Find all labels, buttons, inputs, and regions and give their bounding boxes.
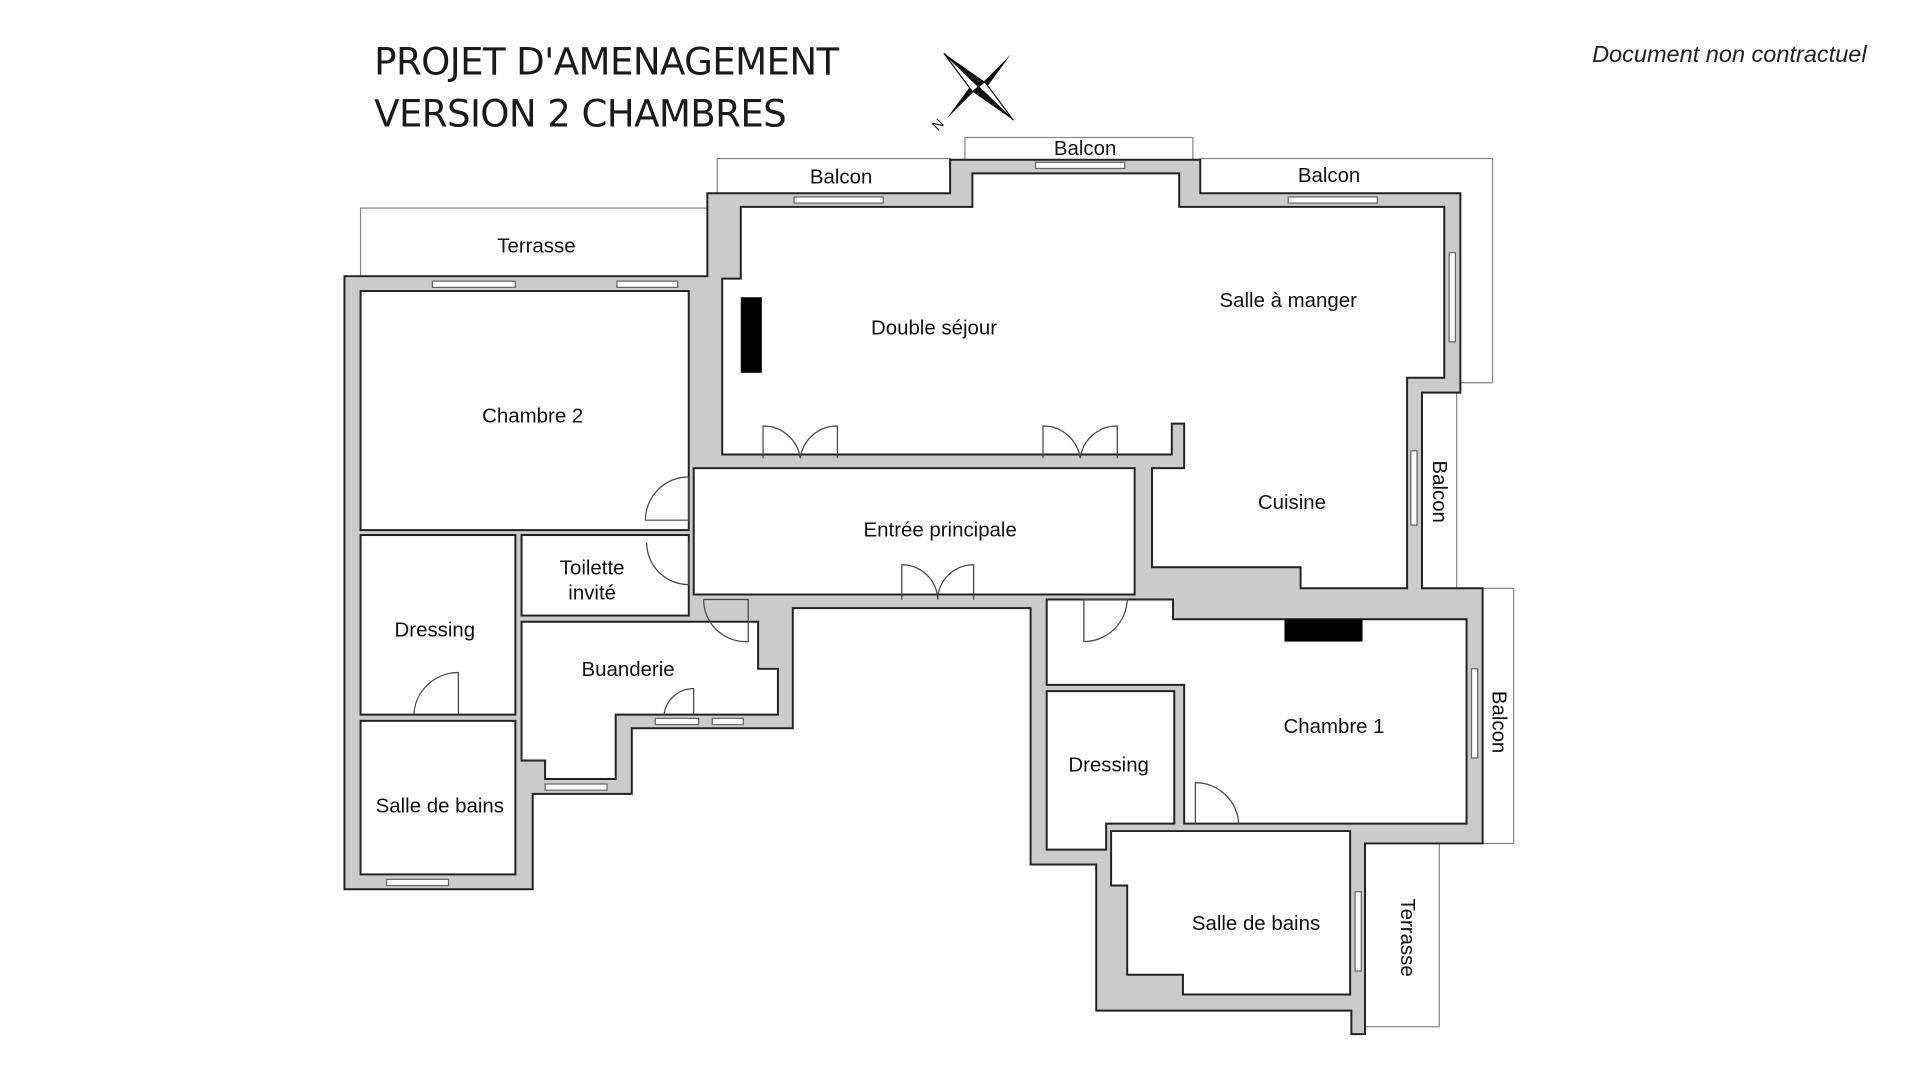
label-balcon-top-right: Balcon xyxy=(1298,165,1360,187)
fireplace-sejour xyxy=(740,297,762,373)
terrasse-left xyxy=(359,207,708,277)
room-chambre-1 xyxy=(1045,598,1468,825)
room-toilette xyxy=(520,534,690,617)
label-toilette-1: Toilette xyxy=(560,558,625,580)
label-terrasse-right: Terrasse xyxy=(1396,898,1418,976)
label-terrasse-left: Terrasse xyxy=(497,236,575,258)
label-dressing-left: Dressing xyxy=(395,620,476,642)
label-balcon-right-lower: Balcon xyxy=(1488,691,1510,753)
room-sdb-left xyxy=(359,719,517,876)
fireplace-chambre-1 xyxy=(1284,619,1363,642)
label-dressing-right: Dressing xyxy=(1068,755,1149,777)
label-chambre-1: Chambre 1 xyxy=(1284,716,1385,738)
label-sdb-left: Salle de bains xyxy=(376,795,504,817)
room-buanderie xyxy=(520,620,779,781)
room-sejour-cuisine xyxy=(721,172,1446,590)
disclaimer: Document non contractuel xyxy=(1592,41,1867,67)
label-salle-a-manger: Salle à manger xyxy=(1220,290,1358,312)
label-balcon-top-left: Balcon xyxy=(810,166,872,188)
label-double-sejour: Double séjour xyxy=(871,317,997,339)
label-sdb-right: Salle de bains xyxy=(1192,913,1320,935)
label-balcon-right-upper: Balcon xyxy=(1428,460,1450,522)
compass-north-label: N xyxy=(929,116,947,134)
room-dressing-right xyxy=(1045,690,1176,851)
label-entree: Entrée principale xyxy=(864,519,1017,541)
room-chambre-2 xyxy=(359,290,690,532)
title-line-2: VERSION 2 CHAMBRES xyxy=(374,92,786,135)
doors xyxy=(413,425,1240,824)
compass-rose-icon: N xyxy=(929,52,1014,134)
label-buanderie: Buanderie xyxy=(582,659,675,681)
label-balcon-top-center: Balcon xyxy=(1054,138,1116,160)
label-chambre-2: Chambre 2 xyxy=(482,405,583,427)
room-entree xyxy=(692,467,1136,596)
label-toilette-2: invité xyxy=(568,582,616,604)
title-line-1: PROJET D'AMENAGEMENT xyxy=(374,40,839,83)
balcon-right-lower xyxy=(1482,587,1515,845)
room-sdb-right xyxy=(1110,830,1352,996)
room-dressing-left xyxy=(359,534,517,716)
label-cuisine: Cuisine xyxy=(1258,492,1326,514)
windows xyxy=(385,161,1479,972)
